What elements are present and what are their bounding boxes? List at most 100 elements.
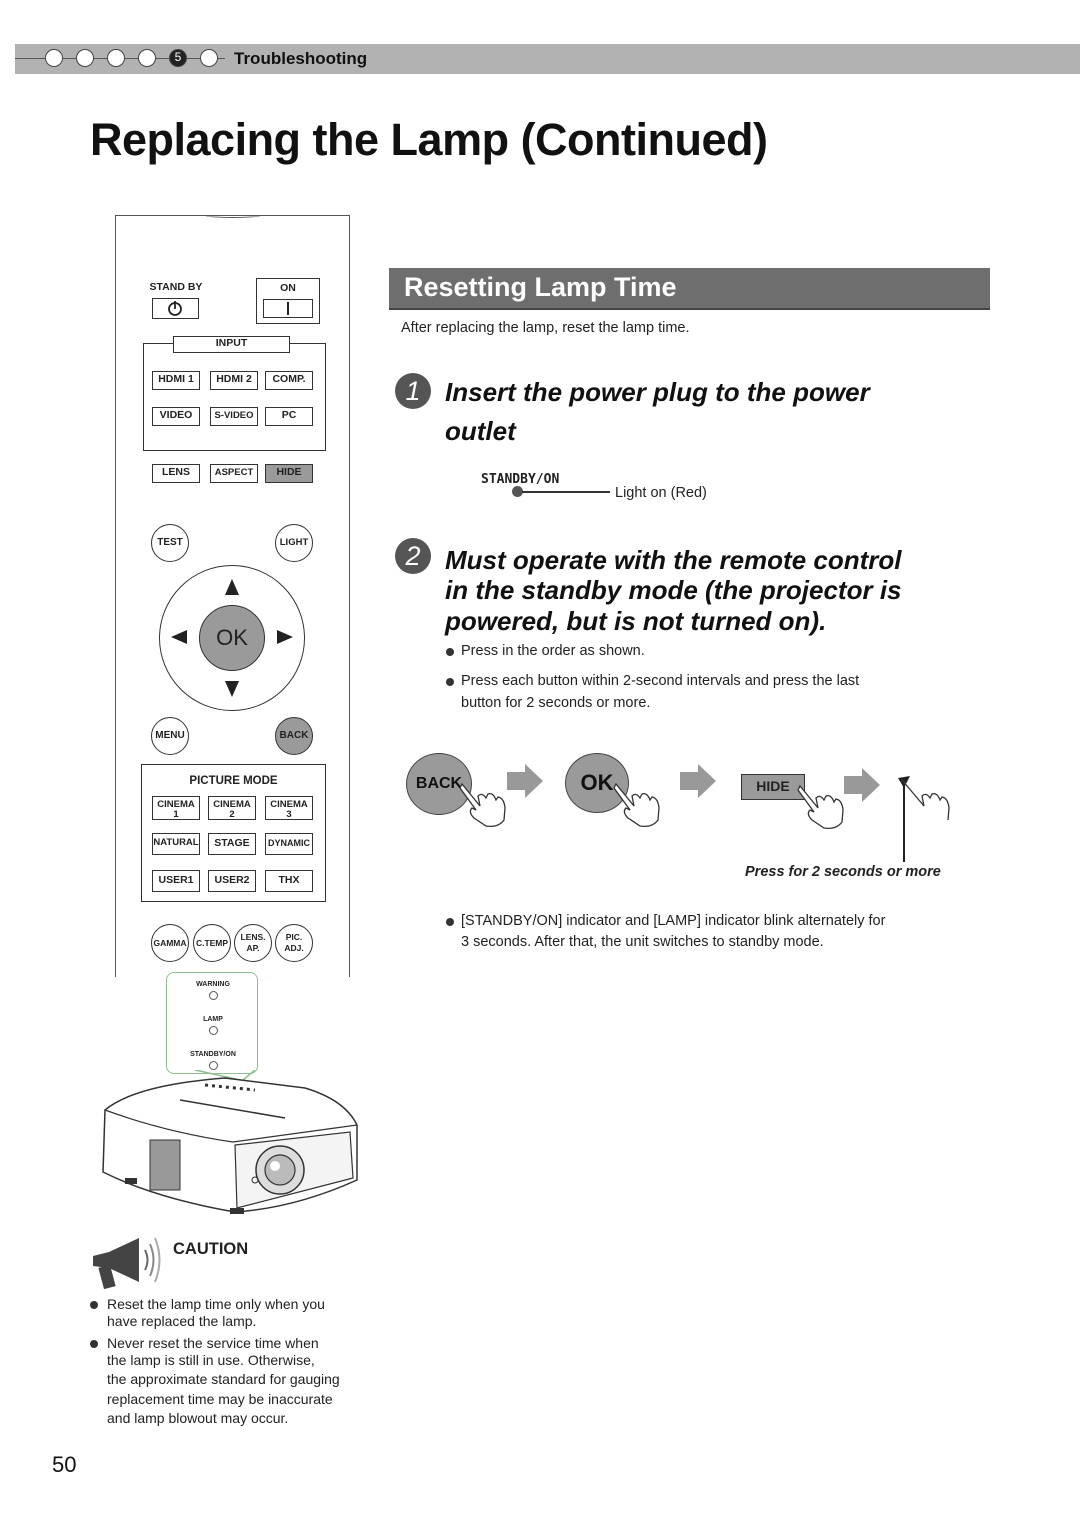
lamp-indicator-light: [209, 1026, 218, 1035]
svideo-button: S-VIDEO: [210, 407, 258, 426]
caution-item1-line2: have replaced the lamp.: [107, 1313, 257, 1329]
standby-indicator-light: [209, 1061, 218, 1070]
step1-heading-line1: Insert the power plug to the power: [445, 377, 870, 407]
warning-indicator-light: [209, 991, 218, 1000]
caution-item2-line1: Never reset the service time when: [107, 1335, 319, 1351]
section-title: Resetting Lamp Time: [404, 272, 677, 302]
caution-item2-line2: the lamp is still in use. Otherwise,: [107, 1352, 315, 1368]
projector-illustration: [102, 1070, 358, 1214]
standby-label: STAND BY: [149, 281, 203, 293]
sequence-ok-button: OK: [565, 753, 629, 813]
arrow-right-icon: [844, 768, 880, 802]
hdmi1-button: HDMI 1: [152, 371, 200, 390]
lens-ap-button: LENS.AP.: [234, 924, 272, 962]
step2-heading-line1: Must operate with the remote control: [445, 545, 902, 575]
hdmi2-button: HDMI 2: [210, 371, 258, 390]
menu-button: MENU: [151, 717, 189, 755]
comp-button: COMP.: [265, 371, 313, 390]
cinema1-label: CINEMA: [157, 799, 195, 810]
back-button: BACK: [275, 717, 313, 755]
page-number: 50: [52, 1452, 77, 1477]
ctemp-button: C.TEMP: [193, 924, 231, 962]
pic-adj-label-2: ADJ.: [284, 943, 304, 953]
lens-ap-label-2: AP.: [246, 943, 260, 953]
caution-item2-line4: replacement time may be inaccurate: [107, 1391, 333, 1407]
megaphone-icon: [93, 1237, 161, 1290]
step2-heading-line2: in the standby mode (the projector is: [445, 575, 902, 605]
step-indicator-5-active: 5: [169, 49, 187, 67]
standby-indicator-label: STANDBY/ON: [190, 1051, 236, 1058]
result-line1: [STANDBY/ON] indicator and [LAMP] indica…: [461, 913, 886, 929]
standby-on-indicator-name: STANDBY/ON: [481, 472, 560, 487]
hold-pointer-icon: [898, 776, 950, 862]
hide-button: HIDE: [265, 464, 313, 483]
user2-button: USER2: [208, 870, 256, 892]
step2-heading-line3: powered, but is not turned on).: [445, 606, 827, 636]
power-icon: [168, 301, 182, 316]
caution-title: CAUTION: [173, 1240, 249, 1258]
light-button: LIGHT: [275, 524, 313, 562]
standby-button: [152, 298, 199, 319]
cinema2-number: 2: [229, 809, 235, 820]
step-indicator-1: [45, 49, 63, 67]
input-label: INPUT: [173, 336, 290, 353]
step2-bullet1: Press in the order as shown.: [461, 643, 645, 659]
lamp-indicator-label: LAMP: [203, 1016, 223, 1023]
caution-item1-line1: Reset the lamp time only when you: [107, 1296, 325, 1312]
step1-heading-line2: outlet: [445, 416, 516, 446]
indicator-panel: WARNING LAMP STANDBY/ON: [166, 972, 258, 1074]
pic-adj-label-1: PIC.: [285, 932, 303, 942]
bullet-icon: [446, 918, 454, 926]
natural-button: NATURAL: [152, 833, 200, 855]
result-line2: 3 seconds. After that, the unit switches…: [461, 934, 824, 950]
on-button: [256, 278, 320, 324]
cinema3-label: CINEMA: [270, 799, 308, 810]
pc-button: PC: [265, 407, 313, 426]
hold-duration-note: Press for 2 seconds or more: [745, 864, 941, 880]
remote-top-curve: [205, 213, 261, 218]
bullet-icon: [90, 1301, 98, 1309]
pressing-hand-icon: [459, 782, 506, 828]
section-label: Troubleshooting: [234, 49, 368, 68]
lens-ap-label-1: LENS.: [240, 932, 266, 942]
aspect-button: ASPECT: [210, 464, 258, 483]
bullet-icon: [90, 1340, 98, 1348]
sequence-back-button: BACK: [406, 753, 472, 815]
thx-button: THX: [265, 870, 313, 892]
step-indicator-2: [76, 49, 94, 67]
standby-led-icon: [512, 486, 523, 497]
input-group: [143, 343, 326, 451]
arrow-right-icon: [680, 764, 716, 798]
step-indicator-6: [200, 49, 218, 67]
on-button-inner: [263, 299, 313, 318]
cinema3-number: 3: [286, 809, 292, 820]
warning-indicator-label: WARNING: [196, 981, 230, 988]
cinema1-number: 1: [173, 809, 179, 820]
step-indicator-4: [138, 49, 156, 67]
step-number-1: 1: [395, 373, 431, 409]
section-header-bar: [389, 268, 990, 310]
pressing-hand-icon: [797, 784, 844, 830]
step2-bullet2-line1: Press each button within 2-second interv…: [461, 673, 860, 689]
page-title: Replacing the Lamp (Continued): [90, 114, 768, 165]
direction-arrows-icon: [171, 579, 293, 697]
sequence-hide-button: HIDE: [741, 774, 805, 800]
ok-button: OK: [199, 605, 265, 671]
lens-button: LENS: [152, 464, 200, 483]
intro-text: After replacing the lamp, reset the lamp…: [401, 320, 690, 336]
standby-light-state: Light on (Red): [615, 485, 707, 501]
pressing-hand-icon: [613, 782, 660, 828]
picture-mode-label: PICTURE MODE: [189, 775, 278, 787]
step-number-2: 2: [395, 538, 431, 574]
test-button: TEST: [151, 524, 189, 562]
on-label: ON: [280, 282, 296, 294]
picture-mode-group: [141, 764, 326, 902]
step-indicator-3: [107, 49, 125, 67]
bullet-icon: [446, 648, 454, 656]
step2-bullet2-line2: button for 2 seconds or more.: [461, 695, 651, 711]
stage-button: STAGE: [208, 833, 256, 855]
on-icon: [287, 302, 289, 315]
